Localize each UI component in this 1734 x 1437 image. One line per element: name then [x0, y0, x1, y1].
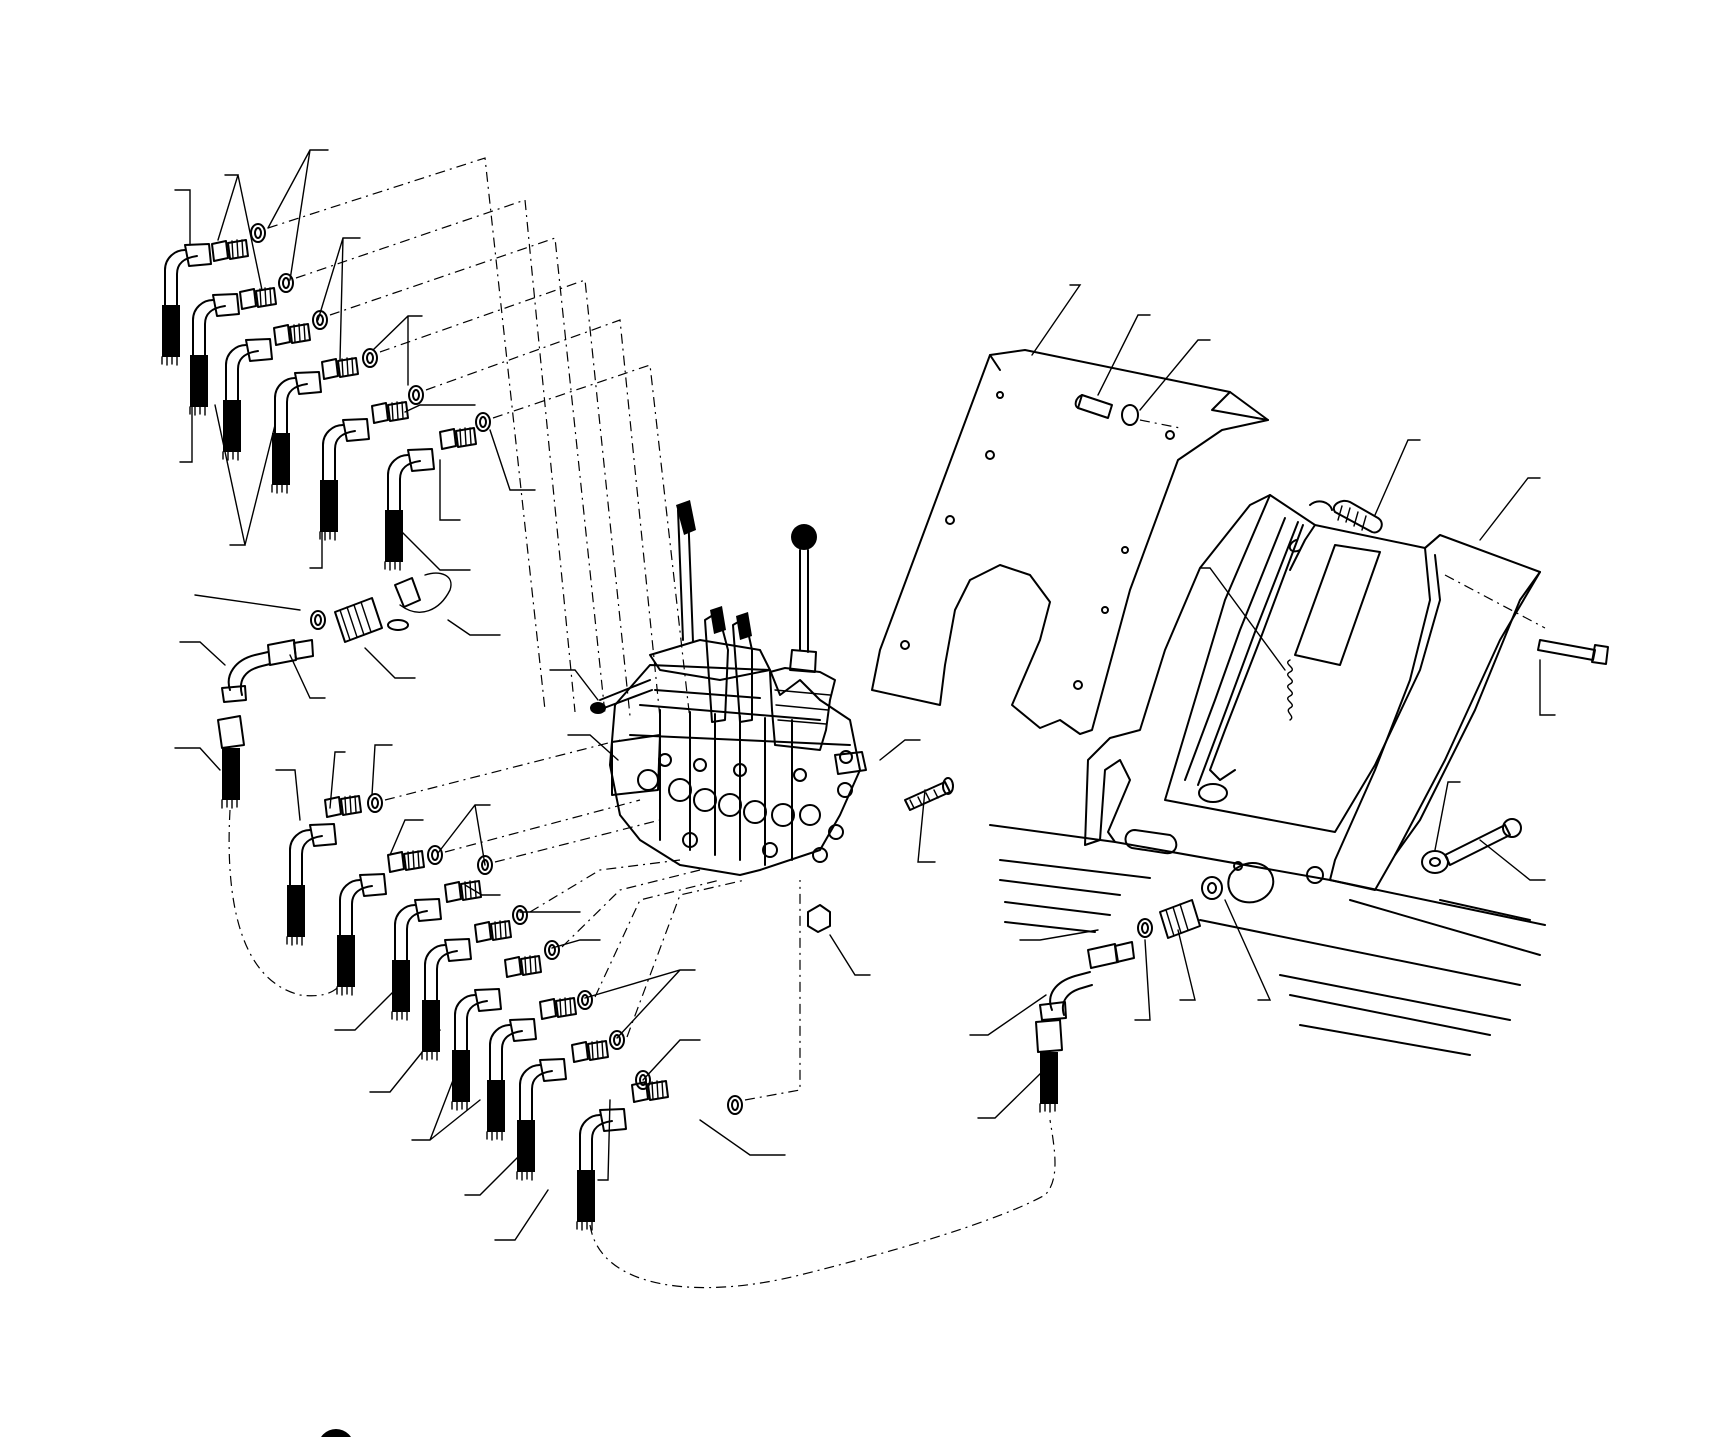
leader-line-icon	[489, 429, 536, 491]
coupler-icon	[334, 597, 383, 643]
leader-line-icon	[179, 641, 226, 666]
leader-line-icon	[289, 654, 326, 699]
leader-line-icon	[317, 237, 361, 361]
cover-bolt	[1074, 394, 1113, 419]
leader-line-icon	[1019, 929, 1099, 941]
elbow-hose-icon	[286, 793, 383, 946]
leader-line-icon	[1177, 929, 1196, 1001]
valve-mount-frame	[989, 494, 1546, 1056]
leader-line-icon	[404, 404, 476, 413]
elbow-hose-icon	[451, 955, 593, 1111]
leader-line-icon	[551, 939, 601, 949]
frame-bolt-axis	[1444, 574, 1546, 629]
control-valve	[590, 500, 867, 876]
elbow-hose-icon	[319, 385, 424, 541]
elbow-hose-icon	[384, 412, 491, 571]
frame-bolt	[1537, 639, 1609, 665]
leader-line-icon	[309, 489, 323, 569]
leader-line-icon	[699, 1119, 786, 1156]
grip	[1309, 499, 1383, 534]
leader-line-icon	[1097, 314, 1151, 396]
leader-line-icon	[174, 747, 221, 771]
leader-line-icon	[411, 1074, 481, 1141]
leader-line-icon	[364, 647, 416, 679]
upper-hose-set	[161, 223, 491, 571]
dust-cap	[1227, 861, 1275, 904]
leader-line-icon	[977, 1071, 1043, 1119]
leader-line-icon	[1479, 839, 1546, 881]
quick-coupler-right	[1035, 861, 1275, 1113]
leader-line-icon	[567, 734, 619, 761]
leader-line-icon	[1434, 781, 1461, 851]
leader-line-icon	[179, 359, 193, 463]
leader-line-icon	[194, 594, 301, 611]
leader-line-icon	[1134, 939, 1151, 1021]
leader-line-icon	[214, 404, 276, 546]
leader-line-icon	[829, 934, 871, 976]
leader-line-icon	[439, 459, 461, 521]
leader-line-icon	[642, 1039, 701, 1081]
quick-coupler-left	[217, 572, 452, 809]
leader-line-icon	[275, 769, 301, 821]
elbow-hose-icon	[271, 348, 378, 494]
index-marker	[321, 1429, 351, 1437]
leader-line-icon	[372, 315, 423, 386]
leader-line-icon	[1374, 439, 1421, 516]
leader-line-icon	[1479, 477, 1541, 541]
leader-line-icon	[969, 994, 1047, 1036]
leader-line-icon	[1031, 284, 1082, 356]
leader-line-icon	[267, 149, 329, 281]
leader-line-icon	[549, 669, 599, 701]
leader-line-icon	[174, 189, 191, 246]
cover-plate	[871, 349, 1269, 735]
valve-plug	[807, 904, 831, 933]
dust-cap	[387, 572, 452, 631]
leader-line-icon	[371, 744, 393, 796]
elbow-hose-icon	[336, 845, 493, 996]
bolt-axis-line	[1139, 419, 1181, 429]
leader-line-icon	[1139, 339, 1211, 411]
elbow-hose-icon	[516, 1040, 651, 1181]
leader-line-icon	[879, 739, 921, 761]
lower-hose-set	[286, 793, 743, 1231]
leader-lines	[174, 149, 1556, 1241]
hose-routing-lines	[228, 157, 1056, 1289]
elbow-hose-icon	[391, 880, 528, 1021]
valve-mounting-bolt	[904, 777, 954, 811]
coupler-icon	[1159, 899, 1201, 939]
straight-hose	[217, 715, 245, 809]
leader-line-icon	[597, 1099, 611, 1181]
leader-line-icon	[1199, 567, 1286, 671]
leader-line-icon	[399, 529, 471, 571]
straight-hose	[1035, 1019, 1063, 1113]
elbow-hose-icon	[486, 997, 625, 1141]
lock-washer	[1121, 404, 1139, 426]
leader-line-icon	[584, 969, 696, 1039]
leader-line-icon	[1224, 899, 1272, 1001]
leader-line-icon	[369, 1029, 441, 1093]
leader-line-icon	[329, 751, 346, 809]
leader-line-icon	[389, 819, 424, 856]
leader-line-icon	[917, 789, 936, 863]
leader-line-icon	[464, 1154, 521, 1196]
leader-line-icon	[464, 884, 501, 896]
leader-line-icon	[334, 989, 396, 1031]
leader-line-icon	[217, 174, 263, 291]
leader-line-icon	[447, 619, 501, 636]
frame-nut-bolt	[1421, 818, 1522, 874]
leader-line-icon	[437, 804, 491, 866]
leader-line-icon	[1539, 659, 1556, 716]
elbow-hose-icon	[576, 1080, 743, 1231]
leader-line-icon	[494, 1189, 549, 1241]
